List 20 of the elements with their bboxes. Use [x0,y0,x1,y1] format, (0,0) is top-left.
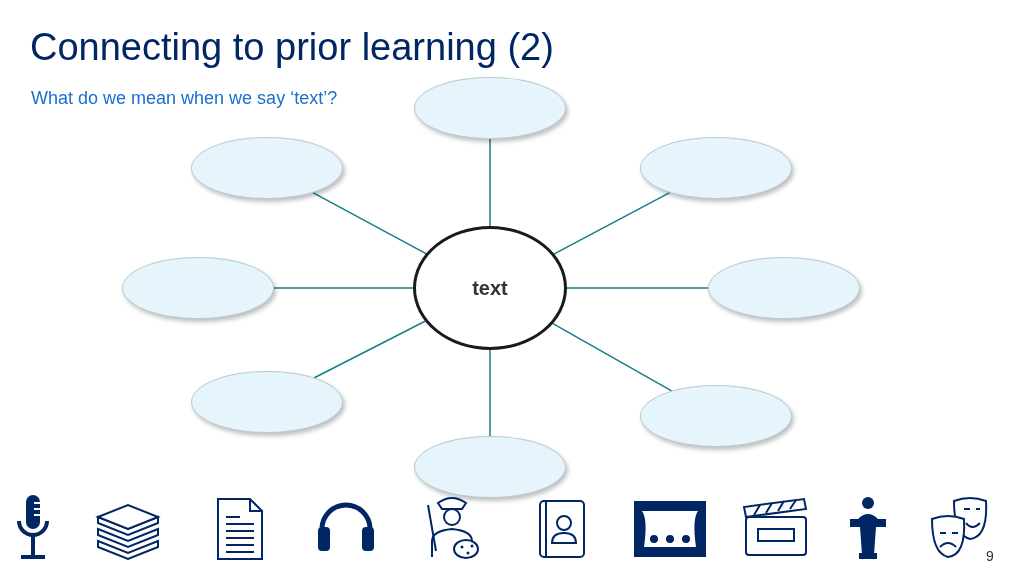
oval-shape [122,257,274,319]
oval-shape [640,385,792,447]
connector-line [273,287,414,289]
oval-shape [191,371,343,433]
oval-shape [191,137,343,199]
connector-line [566,287,709,289]
node-label: text [472,276,508,300]
connector-line [312,191,427,255]
oval-shape [414,77,566,139]
oval-shape [708,257,860,319]
connector-line [489,349,491,437]
connector-line [489,138,491,227]
oval-shape [640,137,792,199]
oval-shape [414,436,566,498]
page-number: 9 [986,548,994,564]
subtitle: What do we mean when we say ‘text’? [31,88,338,109]
slide-title: Connecting to prior learning (2) [30,26,554,69]
connector-line [553,191,671,255]
connector-line [552,322,673,392]
connector-line [313,320,426,379]
